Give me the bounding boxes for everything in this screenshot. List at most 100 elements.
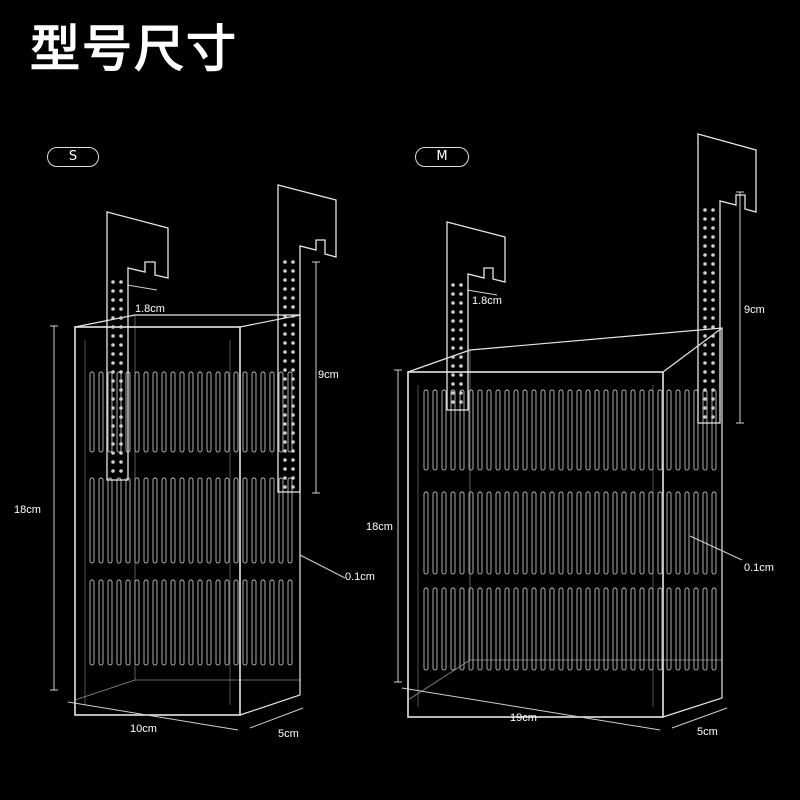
slot — [639, 587, 645, 671]
slot — [612, 587, 618, 671]
slot — [197, 371, 203, 453]
hook-hole — [111, 451, 115, 455]
slot — [287, 371, 293, 453]
slot — [522, 491, 528, 575]
hook-hole — [291, 269, 295, 273]
slot — [188, 579, 194, 666]
slot — [215, 477, 221, 564]
hook-hole — [459, 355, 463, 359]
hook-hole — [291, 413, 295, 417]
slot — [630, 389, 636, 471]
hook-hole — [291, 332, 295, 336]
hook-hole — [119, 298, 123, 302]
hook-hole — [711, 289, 715, 293]
hook-hole — [711, 244, 715, 248]
hook-hole — [451, 346, 455, 350]
slot — [657, 587, 663, 671]
model-s-front-panel — [74, 326, 241, 716]
slot — [188, 477, 194, 564]
hook-hole — [459, 346, 463, 350]
hook-hole — [283, 395, 287, 399]
slot — [441, 491, 447, 575]
hook-hole — [291, 314, 295, 318]
slot — [125, 579, 131, 666]
slot — [567, 491, 573, 575]
slot — [459, 389, 465, 471]
hook-hole — [119, 397, 123, 401]
hook-hole — [283, 260, 287, 264]
model-m-thickness-label: 0.1cm — [744, 562, 774, 574]
model-m-badge: M — [415, 147, 469, 167]
slot — [648, 491, 654, 575]
slot — [513, 491, 519, 575]
model-s-hook-width-label: 1.8cm — [135, 303, 165, 315]
slot — [459, 587, 465, 671]
slot — [278, 371, 284, 453]
slot — [143, 579, 149, 666]
model-s-height-label: 18cm — [14, 504, 41, 516]
hook-hole — [291, 296, 295, 300]
hook-hole — [111, 352, 115, 356]
slot — [504, 491, 510, 575]
hook-hole — [119, 361, 123, 365]
slot — [675, 491, 681, 575]
slot — [594, 491, 600, 575]
slot — [585, 587, 591, 671]
hook-hole — [703, 307, 707, 311]
hook-hole — [111, 469, 115, 473]
slot — [540, 587, 546, 671]
slot — [549, 587, 555, 671]
slot — [630, 587, 636, 671]
hook-hole — [459, 400, 463, 404]
slot — [450, 389, 456, 471]
slot — [576, 587, 582, 671]
hook-hole — [459, 328, 463, 332]
slot — [702, 389, 708, 471]
hook-hole — [703, 370, 707, 374]
slot — [684, 389, 690, 471]
hook-hole — [703, 244, 707, 248]
slot — [116, 371, 122, 453]
slot — [495, 491, 501, 575]
hook-hole — [451, 382, 455, 386]
model-s-thickness-label: 0.1cm — [345, 571, 375, 583]
hook-hole — [291, 449, 295, 453]
model-s-left-hook — [106, 211, 169, 481]
hook-hole — [111, 307, 115, 311]
slot — [711, 491, 717, 575]
hook-hole — [119, 325, 123, 329]
hook-hole — [283, 296, 287, 300]
hook-hole — [459, 337, 463, 341]
slot — [477, 389, 483, 471]
slot — [233, 579, 239, 666]
hook-hole — [111, 460, 115, 464]
slot — [621, 491, 627, 575]
hook-hole — [119, 379, 123, 383]
hook-hole — [283, 350, 287, 354]
slot — [179, 371, 185, 453]
slot — [585, 389, 591, 471]
slot — [549, 491, 555, 575]
slot — [558, 491, 564, 575]
slot — [639, 491, 645, 575]
hook-hole — [283, 404, 287, 408]
slot — [594, 389, 600, 471]
slot — [197, 477, 203, 564]
slot — [170, 579, 176, 666]
hook-hole — [703, 406, 707, 410]
slot — [612, 389, 618, 471]
hook-hole — [703, 397, 707, 401]
hook-hole — [283, 458, 287, 462]
slot — [134, 477, 140, 564]
slot — [152, 371, 158, 453]
hook-hole — [703, 361, 707, 365]
slot — [612, 491, 618, 575]
hook-hole — [111, 397, 115, 401]
hook-hole — [711, 235, 715, 239]
slot — [269, 579, 275, 666]
model-s-badge: S — [47, 147, 99, 167]
slot — [441, 587, 447, 671]
slot — [549, 389, 555, 471]
hook-hole — [111, 361, 115, 365]
slot — [432, 587, 438, 671]
